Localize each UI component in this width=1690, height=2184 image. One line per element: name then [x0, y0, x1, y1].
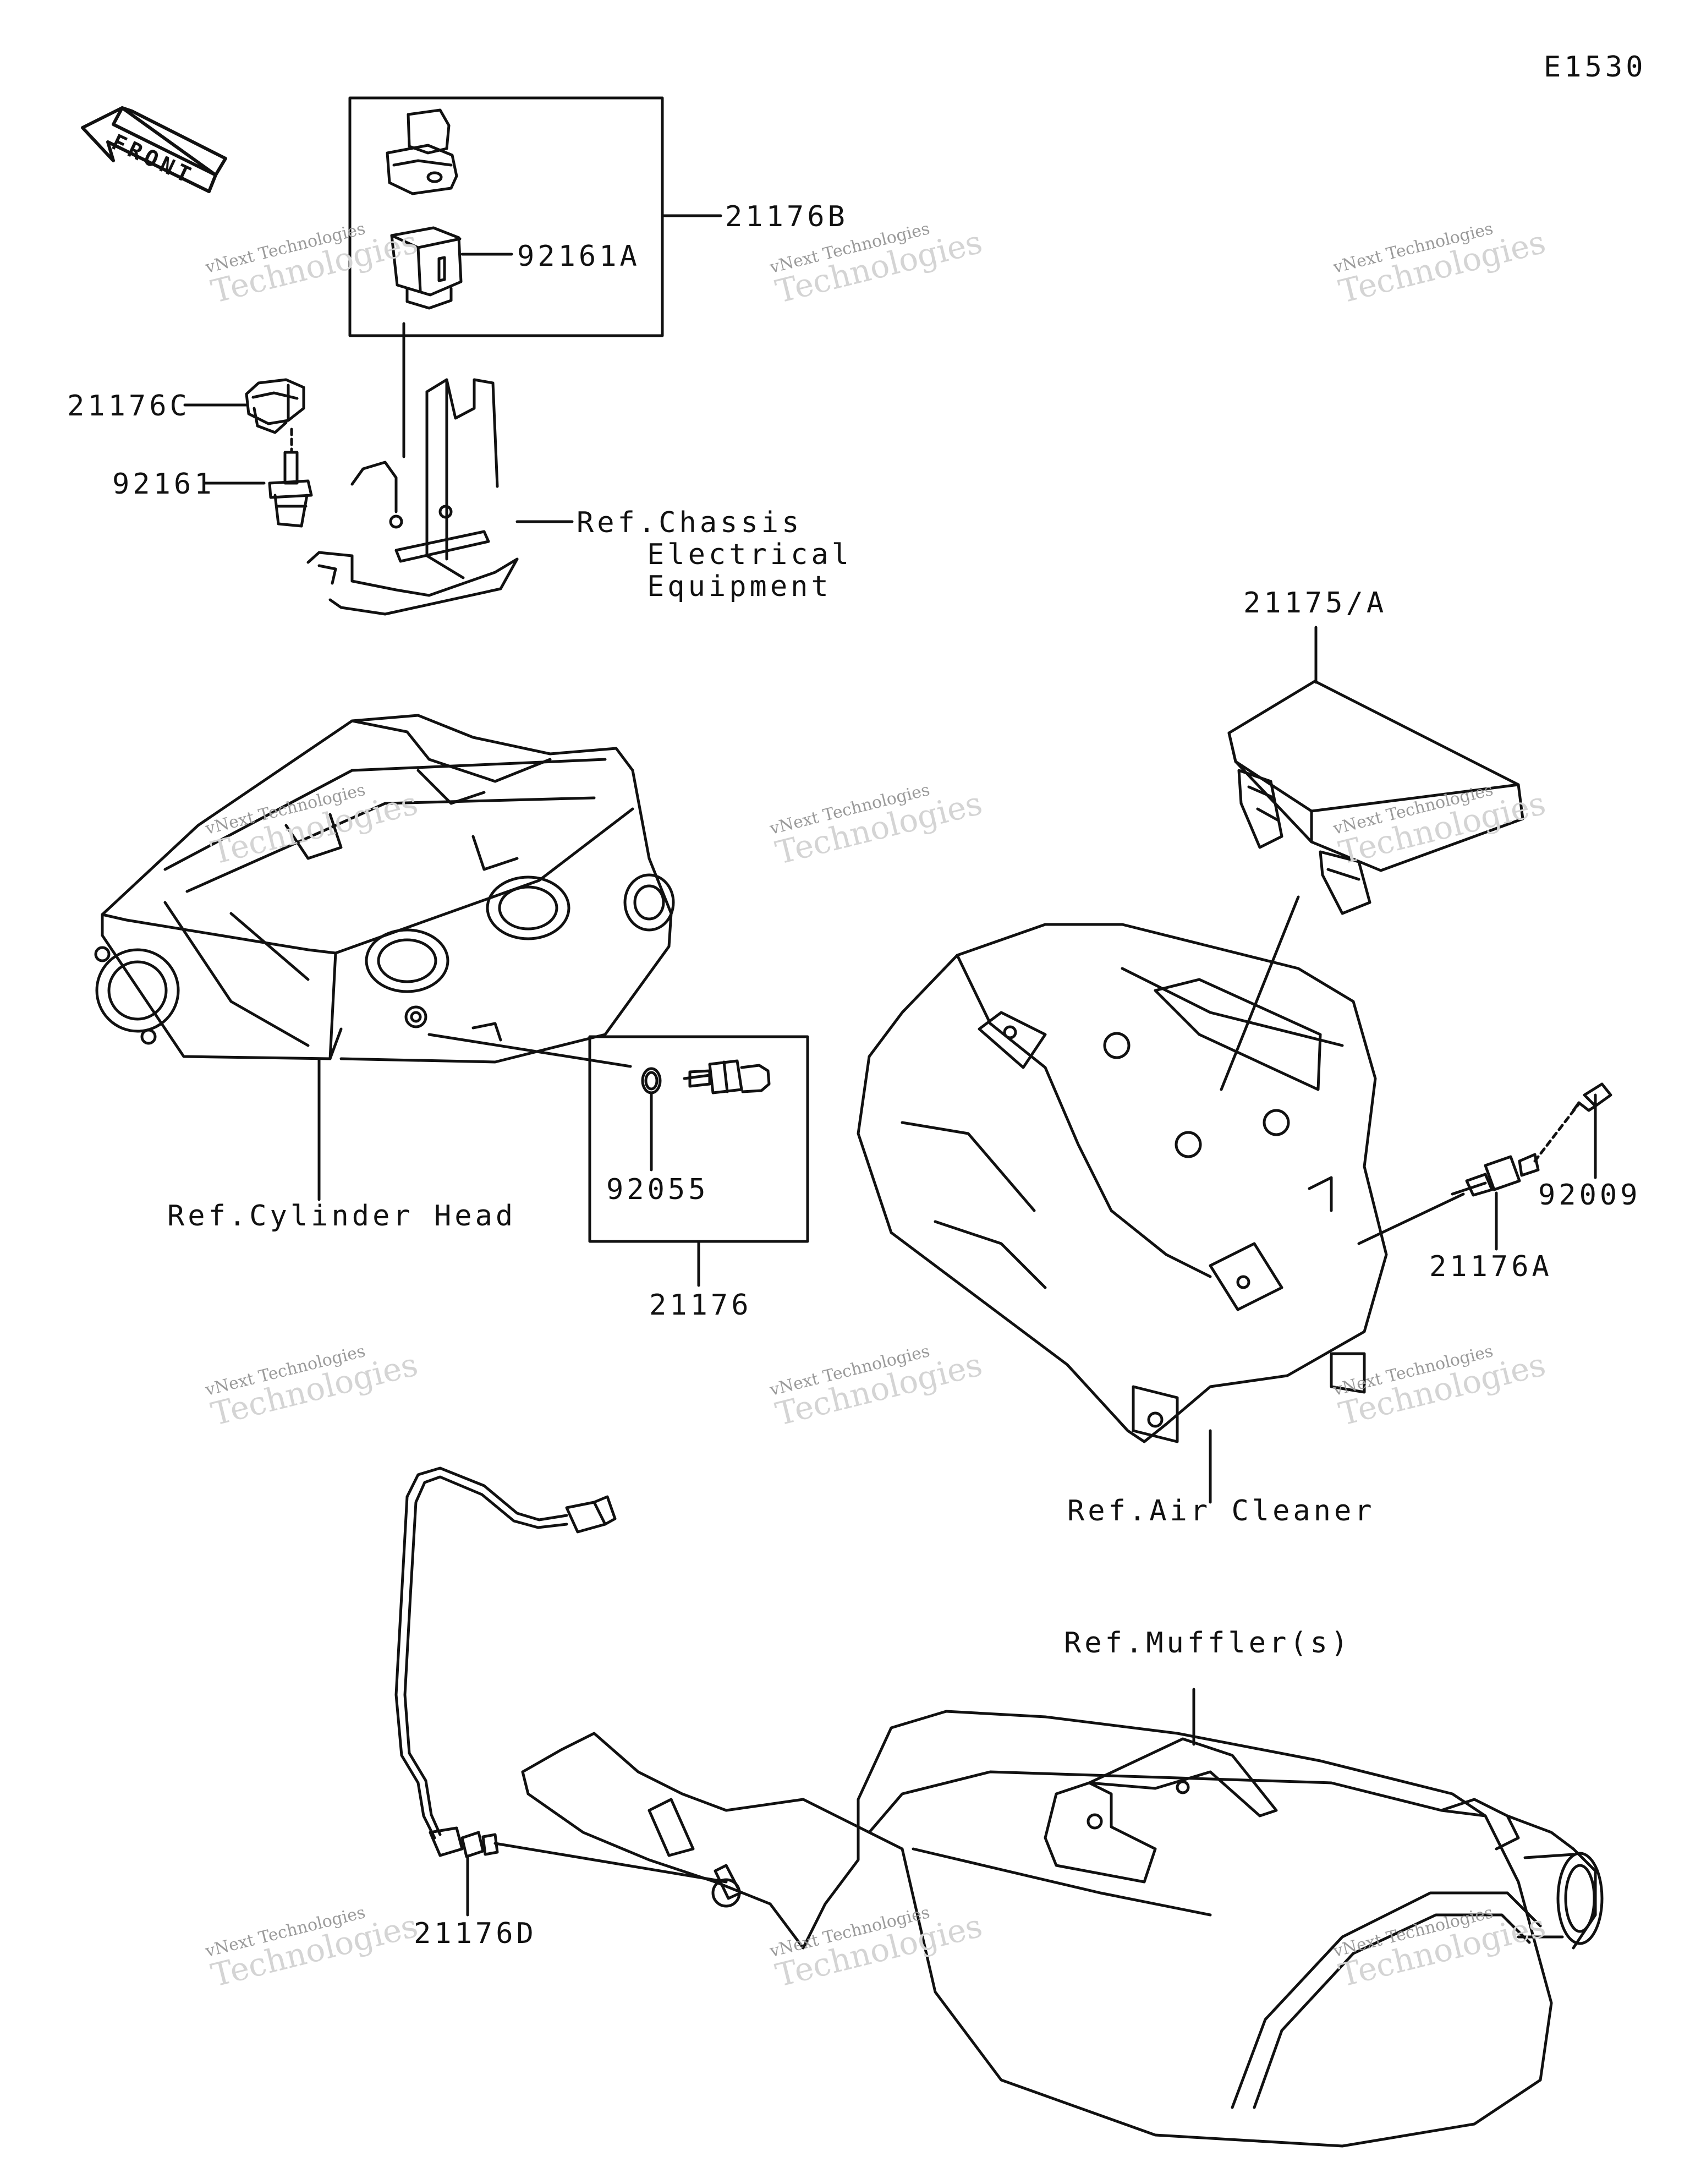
screw-92009-icon [1533, 1082, 1612, 1163]
connector-92161a-icon [390, 226, 463, 310]
diagram-code: E1530 [1544, 51, 1647, 84]
muffler-icon [521, 1710, 1604, 2148]
temp-sensor-21176-icon [683, 1059, 771, 1094]
part-label-92055[interactable]: 92055 [606, 1173, 709, 1206]
part-label-21176c[interactable]: 21176C [67, 390, 190, 423]
ref-chassis-line3[interactable]: Equipment [647, 570, 832, 603]
part-label-21176[interactable]: 21176 [649, 1289, 752, 1322]
ref-air-cleaner[interactable]: Ref.Air Cleaner [1067, 1495, 1375, 1528]
part-label-92161a[interactable]: 92161A [517, 240, 640, 273]
part-label-21176d[interactable]: 21176D [414, 1917, 537, 1950]
oxygen-sensor-21176d-icon [394, 1466, 617, 1873]
relay-bracket-icon [306, 378, 519, 616]
gasket-92055-icon [641, 1067, 662, 1094]
connector-upper-icon [386, 108, 458, 195]
bolt-92161-icon [268, 451, 313, 528]
sensor-21176c-icon [245, 378, 305, 434]
part-label-21176a[interactable]: 21176A [1429, 1250, 1552, 1283]
ref-cylinder-head[interactable]: Ref.Cylinder Head [167, 1200, 517, 1233]
ref-chassis-line2[interactable]: Electrical [647, 538, 853, 571]
temp-sensor-box [588, 1035, 809, 1243]
sensor-21176a-icon [1451, 1153, 1540, 1197]
relay-group-box [348, 96, 664, 337]
part-label-92161[interactable]: 92161 [112, 468, 215, 501]
front-arrow-icon: FRONT [81, 106, 227, 193]
ref-chassis-line1[interactable]: Ref.Chassis [577, 506, 803, 539]
cylinder-head-icon [94, 714, 675, 1064]
part-label-21176b[interactable]: 21176B [725, 200, 848, 233]
part-label-92009[interactable]: 92009 [1538, 1179, 1641, 1212]
ref-mufflers[interactable]: Ref.Muffler(s) [1064, 1627, 1352, 1660]
air-cleaner-icon [857, 923, 1388, 1443]
ecu-21175a-icon [1227, 680, 1524, 915]
part-label-21175a[interactable]: 21175/A [1243, 587, 1387, 620]
